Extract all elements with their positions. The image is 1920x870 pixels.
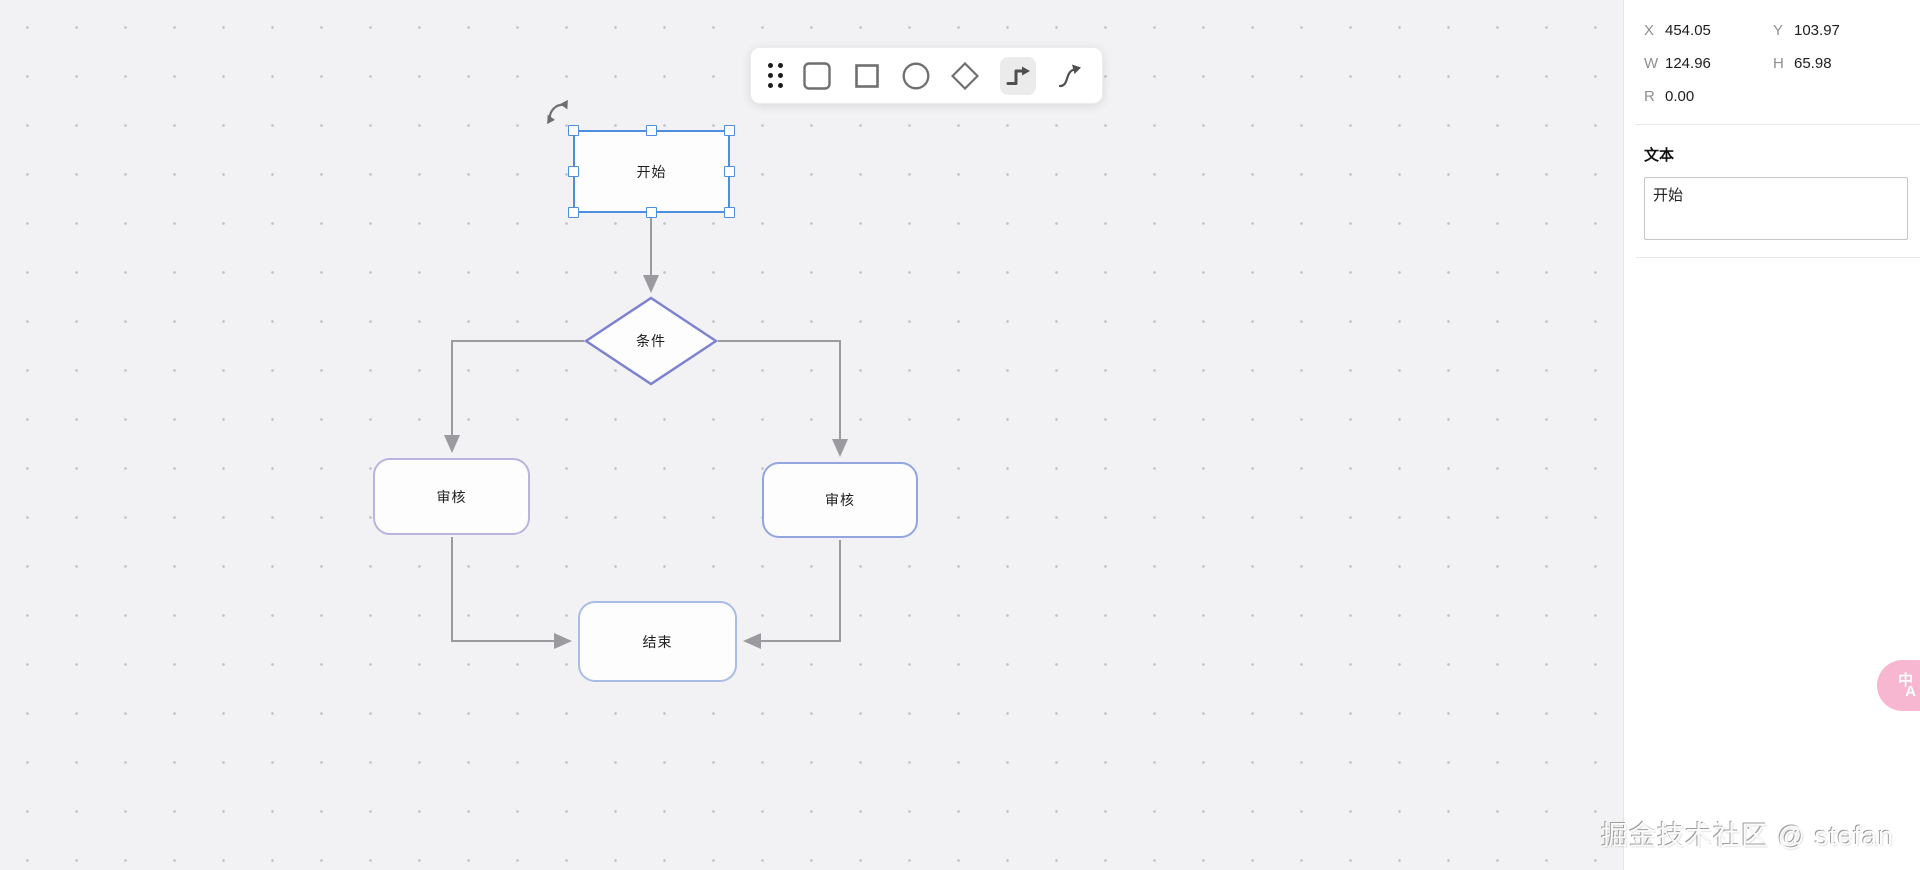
text-section-title: 文本 — [1644, 147, 1675, 164]
y-field[interactable]: Y 103.97 — [1773, 22, 1902, 39]
diamond-tool[interactable] — [950, 57, 980, 95]
h-field[interactable]: H 65.98 — [1773, 55, 1902, 72]
h-label: H — [1773, 55, 1784, 72]
translate-icon: 中 A — [1898, 671, 1916, 700]
rectangle-tool[interactable] — [851, 57, 881, 95]
r-label: R — [1644, 88, 1655, 105]
node-review-left-label: 审核 — [436, 488, 467, 505]
w-label: W — [1644, 55, 1659, 72]
edge-review-left-end — [451, 537, 572, 649]
node-start[interactable]: 开始 — [573, 130, 730, 213]
node-condition-label: 条件 — [636, 333, 666, 349]
node-end[interactable]: 结束 — [578, 601, 737, 682]
diamond-shape — [583, 296, 719, 386]
elbow-connector-icon — [1006, 66, 1030, 85]
shape-toolbar — [750, 47, 1103, 104]
inspector-panel: X 454.05 Y 103.97 W 124.96 H 65.98 R 0.0… — [1623, 0, 1920, 870]
edge-condition-review-right — [718, 340, 848, 457]
section-divider — [1636, 124, 1920, 125]
rectangle-icon — [854, 63, 879, 88]
y-value[interactable]: 103.97 — [1794, 22, 1840, 39]
section-divider — [1636, 257, 1920, 258]
diamond-icon — [951, 61, 980, 90]
x-value[interactable]: 454.05 — [1665, 22, 1711, 39]
elbow-connector-tool[interactable] — [999, 56, 1036, 95]
x-field[interactable]: X 454.05 — [1644, 22, 1773, 39]
r-value[interactable]: 0.00 — [1665, 88, 1695, 105]
circle-icon — [902, 62, 930, 89]
resize-handle-ne[interactable] — [724, 125, 735, 136]
watermark: 掘金技术社区 @ stefan — [1601, 821, 1894, 851]
diagram-canvas[interactable]: 开始 条件 审核 审核 结束 — [0, 0, 1623, 870]
resize-handle-se[interactable] — [724, 207, 735, 218]
circle-tool[interactable] — [901, 57, 931, 95]
node-condition[interactable]: 条件 — [583, 296, 719, 386]
resize-handle-s[interactable] — [646, 207, 657, 218]
rounded-rectangle-tool[interactable] — [802, 57, 832, 95]
rotate-handle-icon[interactable] — [541, 96, 573, 128]
edge-review-right-end — [743, 540, 841, 649]
connector-layer — [444, 216, 848, 649]
text-section: 文本 开始 — [1624, 125, 1920, 245]
x-label: X — [1644, 22, 1655, 39]
curved-arrow-tool[interactable] — [1055, 57, 1085, 95]
r-field[interactable]: R 0.00 — [1644, 88, 1773, 105]
resize-handle-w[interactable] — [568, 166, 579, 177]
edge-condition-review-left — [444, 340, 584, 453]
node-start-label: 开始 — [636, 163, 667, 180]
w-value[interactable]: 124.96 — [1665, 55, 1711, 72]
rounded-rectangle-icon — [803, 61, 831, 90]
node-end-label: 结束 — [642, 633, 673, 650]
resize-handle-sw[interactable] — [568, 207, 579, 218]
y-label: Y — [1773, 22, 1784, 39]
transform-section: X 454.05 Y 103.97 W 124.96 H 65.98 R 0.0… — [1624, 0, 1920, 113]
h-value[interactable]: 65.98 — [1794, 55, 1832, 72]
resize-handle-nw[interactable] — [568, 125, 579, 136]
node-review-right-label: 审核 — [825, 492, 855, 508]
resize-handle-e[interactable] — [724, 166, 735, 177]
translate-button[interactable]: 中 A — [1877, 660, 1920, 711]
w-field[interactable]: W 124.96 — [1644, 55, 1773, 72]
toolbar-drag-handle-icon[interactable] — [768, 63, 783, 88]
node-review-left[interactable]: 审核 — [373, 458, 530, 535]
curved-arrow-icon — [1058, 64, 1081, 87]
resize-handle-n[interactable] — [646, 125, 657, 136]
node-review-right[interactable]: 审核 — [762, 462, 918, 538]
node-text-input[interactable]: 开始 — [1644, 177, 1908, 240]
